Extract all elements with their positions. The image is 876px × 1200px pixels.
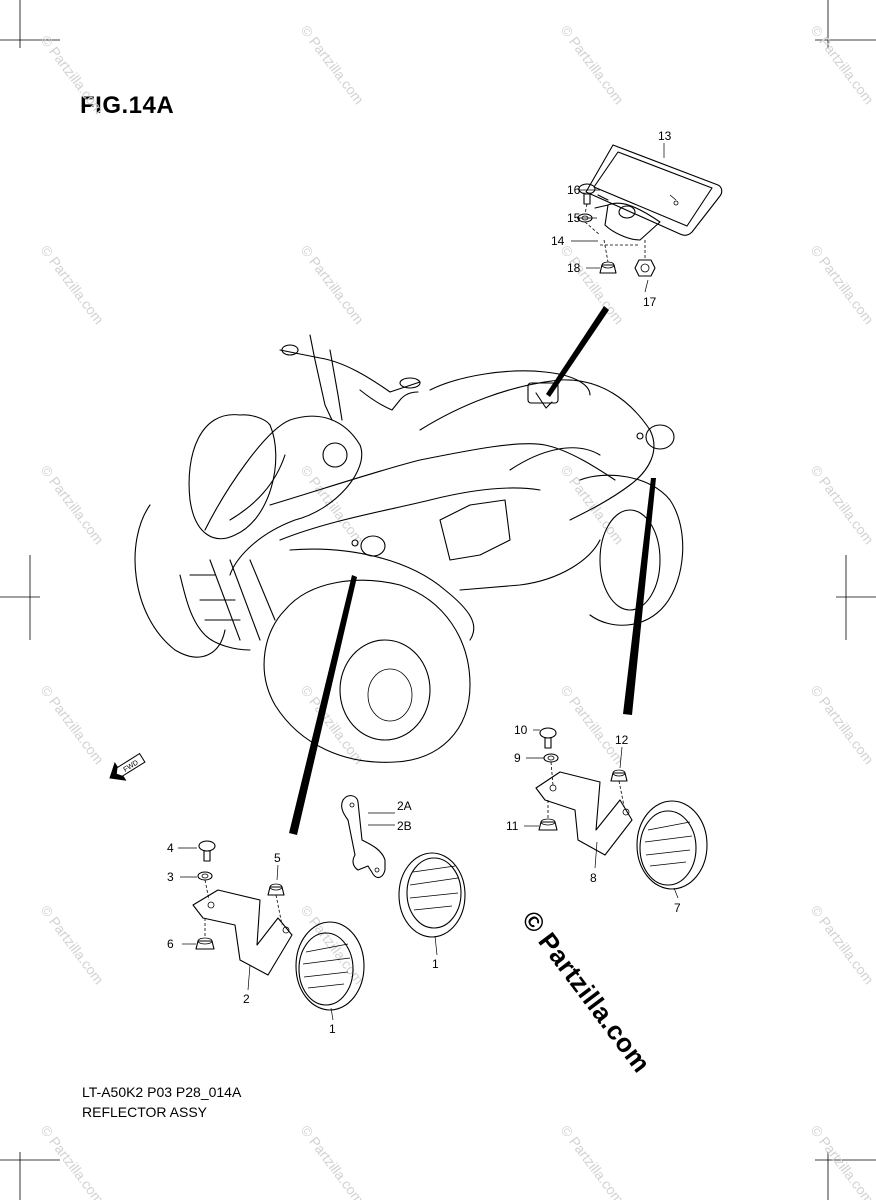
callout-2B: 2B xyxy=(397,819,412,833)
watermark: © Partzilla.com xyxy=(38,1122,108,1200)
watermark: © Partzilla.com xyxy=(298,462,368,547)
watermark: © Partzilla.com xyxy=(298,242,368,327)
callout-11: 12 xyxy=(615,733,629,747)
callout-2A: 2A xyxy=(397,799,412,813)
fwd-arrow-icon: FWD xyxy=(109,752,146,781)
callout-9: 9 xyxy=(514,751,521,765)
callout-6: 6 xyxy=(167,937,174,951)
watermark: © Partzilla.com xyxy=(808,242,876,327)
leader-pointers xyxy=(289,306,656,835)
watermark: © Partzilla.com xyxy=(298,682,368,767)
callout-17: 17 xyxy=(643,295,657,309)
callout-13: 13 xyxy=(658,129,672,143)
callout-18: 18 xyxy=(567,261,581,275)
callout-numbers: 13 16 15 14 18 17 10 9 12 11 8 7 2A 2B 1… xyxy=(167,129,681,1036)
watermark-grid: © Partzilla.com © Partzilla.com © Partzi… xyxy=(38,22,876,1200)
watermark: © Partzilla.com xyxy=(38,462,108,547)
callout-12: 11 xyxy=(506,819,519,833)
watermark: © Partzilla.com xyxy=(808,682,876,767)
left-reflector-assembly xyxy=(192,840,365,1011)
callout-16: 16 xyxy=(567,183,581,197)
watermark: © Partzilla.com xyxy=(808,462,876,547)
watermark: © Partzilla.com xyxy=(38,242,108,327)
watermark: © Partzilla.com xyxy=(808,902,876,987)
watermark: © Partzilla.com xyxy=(298,22,368,107)
fwd-label: FWD xyxy=(123,759,140,773)
callout-1-right: 1 xyxy=(432,957,439,971)
watermark: © Partzilla.com xyxy=(558,242,628,327)
callout-2: 2 xyxy=(243,992,250,1006)
watermark: © Partzilla.com xyxy=(38,902,108,987)
callout-10: 10 xyxy=(514,723,528,737)
bracket-2a-2b xyxy=(341,795,466,938)
watermark: © Partzilla.com xyxy=(298,1122,368,1200)
callout-14: 14 xyxy=(551,234,565,248)
callout-15: 15 xyxy=(567,211,581,225)
callout-leaders xyxy=(178,143,679,1021)
callout-1-left: 1 xyxy=(329,1022,336,1036)
figure-title: FIG.14A xyxy=(80,92,175,119)
callout-4: 4 xyxy=(167,841,174,855)
diagram-code: LT-A50K2 P03 P28_014A xyxy=(82,1084,242,1100)
atv-outline xyxy=(134,334,684,763)
assembly-name: REFLECTOR ASSY xyxy=(82,1104,208,1120)
watermark: © Partzilla.com xyxy=(558,682,628,767)
watermark: © Partzilla.com xyxy=(298,902,368,987)
rear-reflector-assembly xyxy=(577,144,723,277)
callout-7: 7 xyxy=(674,901,681,915)
watermark: © Partzilla.com xyxy=(558,1122,628,1200)
watermark: © Partzilla.com xyxy=(38,682,108,767)
callout-3: 3 xyxy=(167,870,174,884)
callout-5: 5 xyxy=(274,851,281,865)
right-reflector-assembly xyxy=(535,727,708,890)
callout-8: 8 xyxy=(590,871,597,885)
watermark: © Partzilla.com xyxy=(808,1122,876,1200)
watermark: © Partzilla.com xyxy=(808,22,876,107)
watermark: © Partzilla.com xyxy=(38,32,108,117)
watermark: © Partzilla.com xyxy=(558,22,628,107)
